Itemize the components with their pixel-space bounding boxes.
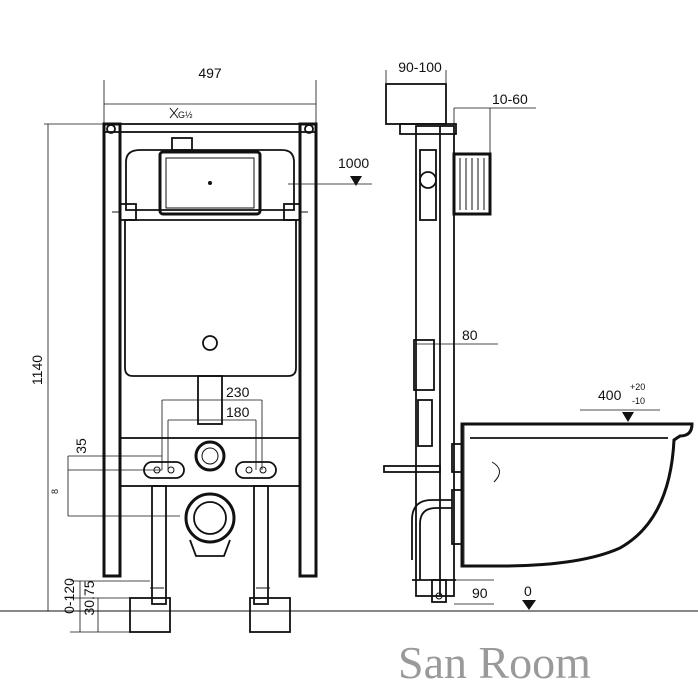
- drain-bend: [411, 499, 452, 560]
- right-foot: [249, 597, 291, 633]
- bolt-icon: [304, 124, 314, 134]
- dim-small-mark: 8: [50, 489, 60, 494]
- wall-hung-toilet: [460, 422, 694, 568]
- left-foot: [129, 597, 171, 633]
- frame-top-bar: [103, 123, 317, 133]
- dim-frame-width: 497: [198, 65, 222, 81]
- dim-stud-offset: 35: [73, 438, 89, 454]
- dim-bowl-height: 400: [598, 387, 622, 403]
- wall-gap-bracket: [385, 83, 447, 125]
- side-view: 90-100 10-60 80 90: [383, 59, 694, 610]
- dim-side-depth: 80: [462, 327, 478, 343]
- dim-foot-adjust: 0-120: [61, 578, 77, 614]
- right-frame-column: [298, 122, 318, 578]
- dim-bowl-tol-minus: -10: [632, 396, 645, 406]
- dim-inner-spacing: 180: [226, 404, 250, 420]
- toilet-outlet-curve: [491, 461, 500, 483]
- bolt-icon: [106, 124, 116, 134]
- left-bracket: [119, 203, 137, 221]
- dim-outer-spacing: 230: [226, 384, 250, 400]
- side-frame: [415, 125, 455, 597]
- dim-flush-height: 1000: [338, 155, 369, 171]
- dim-floor-level: 0: [524, 583, 532, 599]
- level-marker-icon: [350, 176, 362, 186]
- cistern-side: [419, 149, 437, 221]
- water-inlet-valve: [171, 137, 193, 151]
- drain-bracket: [189, 539, 231, 557]
- cistern-logo-icon: [202, 335, 218, 351]
- front-view: 497 G½ 1140 1000 230 180 35 8 0-: [0, 65, 698, 633]
- dim-bottom-offset: 90: [472, 585, 488, 601]
- flush-plate-opening: [158, 150, 262, 216]
- dim-total-height: 1140: [29, 355, 45, 385]
- drain-outlet: [184, 492, 236, 544]
- flush-outlet-connector: [194, 440, 226, 472]
- inlet-thread-symbol: G½: [178, 110, 193, 120]
- flush-plate-inner: [165, 157, 255, 209]
- cistern-tank: [124, 219, 297, 377]
- cistern-housing: [125, 149, 295, 211]
- flush-center-dot: [208, 181, 212, 185]
- left-frame-column: [102, 122, 122, 578]
- level-marker-icon: [622, 412, 634, 422]
- support-plate: [383, 465, 441, 473]
- floor-marker-icon: [522, 600, 536, 610]
- left-leg: [151, 485, 167, 605]
- right-leg: [253, 485, 269, 605]
- right-bracket: [283, 203, 301, 221]
- dim-plate-depth: 10-60: [492, 91, 528, 107]
- side-foot: [431, 579, 447, 603]
- cross-beam: [119, 437, 301, 487]
- watermark-text: San Room: [398, 637, 591, 688]
- dim-wall-gap: 90-100: [398, 59, 442, 75]
- flush-plate-side: [452, 152, 492, 216]
- dim-foot-base: 30.75: [81, 580, 97, 615]
- dim-bowl-tol-plus: +20: [630, 382, 645, 392]
